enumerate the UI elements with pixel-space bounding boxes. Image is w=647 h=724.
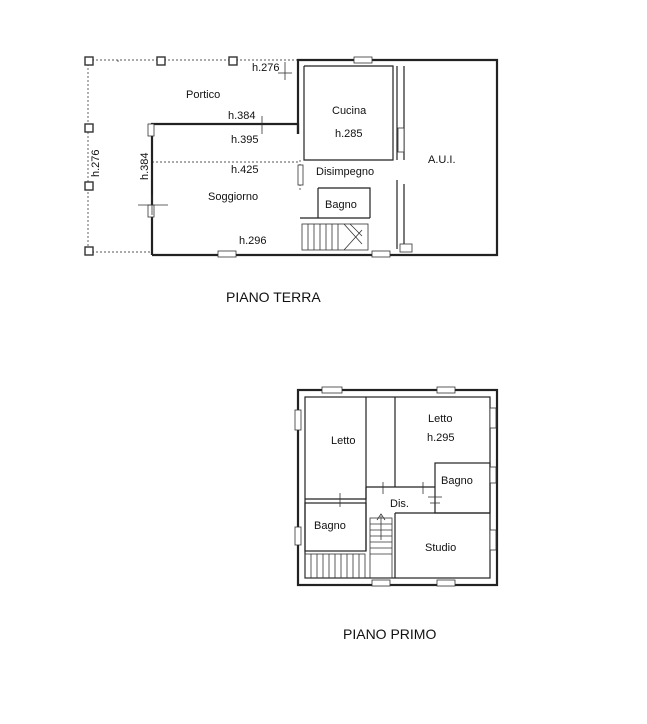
piano-primo-title: PIANO PRIMO	[343, 626, 436, 642]
height-portico-left-label: h.276	[90, 149, 102, 177]
disimpegno-label: Disimpegno	[316, 166, 374, 178]
bagno-right-label: Bagno	[441, 475, 473, 487]
first-floor-stairs	[304, 513, 393, 579]
height-top-label: h.276	[252, 62, 280, 74]
ground-floor-tick-marks	[117, 60, 292, 215]
letto-left-label: Letto	[331, 435, 355, 447]
first-floor-plan: Letto Letto h.295 Bagno Dis. Bagno Studi…	[294, 386, 499, 642]
ground-floor-stairs	[301, 223, 369, 251]
portico-outline	[87, 59, 300, 253]
cucina-height-label: h.285	[335, 128, 363, 140]
bagno-label: Bagno	[325, 199, 357, 211]
height-425-label: h.425	[231, 164, 259, 176]
aui-label: A.U.I.	[428, 154, 456, 166]
height-296-label: h.296	[239, 235, 267, 247]
first-floor-walls	[296, 388, 499, 587]
letto-right-height-label: h.295	[427, 432, 455, 444]
portico-label: Portico	[186, 89, 220, 101]
studio-label: Studio	[425, 542, 456, 554]
soggiorno-label: Soggiorno	[208, 191, 258, 203]
height-384-mid-label: h.384	[228, 110, 256, 122]
ground-floor-plan: Portico Cucina h.285 Disimpegno Soggiorn…	[84, 56, 499, 305]
bagno-left-label: Bagno	[314, 520, 346, 532]
height-395-label: h.395	[231, 134, 259, 146]
dis-label: Dis.	[390, 498, 409, 510]
first-floor-openings	[294, 386, 497, 587]
first-floor-tick-marks	[339, 482, 442, 507]
ground-floor-openings	[147, 56, 413, 258]
height-384-left-label: h.384	[139, 152, 151, 180]
portico-columns	[84, 56, 238, 256]
letto-right-label: Letto	[428, 413, 452, 425]
piano-terra-title: PIANO TERRA	[226, 289, 321, 305]
cucina-label: Cucina	[332, 105, 367, 117]
